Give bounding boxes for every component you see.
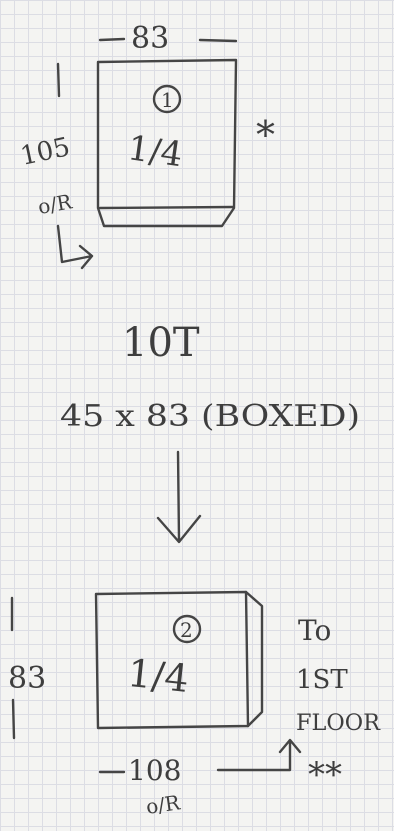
- middle-qty: 10T: [122, 320, 200, 366]
- bottom-fraction: 1/4: [126, 651, 191, 701]
- bottom-panel: 2 1/4 83 To 1ST FLOOR 108 o/R **: [8, 590, 381, 819]
- top-height-note: o/R: [36, 189, 74, 219]
- top-panel-outline: [96, 58, 238, 228]
- bottom-note-line2: 1ST: [296, 665, 348, 695]
- bottom-arrow: [216, 738, 302, 772]
- bottom-number-circle: [172, 614, 202, 644]
- top-height-label: 105: [18, 132, 73, 172]
- top-fraction: 1/4: [125, 128, 185, 175]
- bottom-number: 2: [180, 618, 193, 642]
- top-width-line-right: [198, 38, 238, 43]
- bottom-width-label: 108: [128, 754, 181, 787]
- bottom-panel-lip: [244, 590, 264, 728]
- top-height-line-upper: [56, 62, 61, 98]
- bottom-width-note: o/R: [144, 790, 182, 819]
- top-star: *: [256, 113, 275, 157]
- bottom-height-label: 83: [8, 661, 46, 696]
- middle-size: 45 x 83 (BOXED): [60, 399, 360, 434]
- top-number: 1: [161, 88, 174, 112]
- top-width-label: 83: [131, 21, 169, 56]
- top-arrow: [56, 224, 94, 270]
- bottom-stars: **: [308, 755, 342, 795]
- middle-down-arrow: [156, 450, 202, 544]
- middle-notes: 10T 45 x 83 (BOXED): [60, 320, 360, 544]
- top-number-circle: [152, 84, 182, 114]
- bottom-height-line-lower: [11, 698, 16, 740]
- bottom-note-line3: FLOOR: [296, 711, 381, 736]
- top-panel: 83 1 1/4 * 105 o/R: [18, 21, 275, 270]
- top-width-line-left: [98, 37, 126, 42]
- top-panel-lip: [98, 205, 235, 210]
- bottom-note-line1: To: [298, 614, 331, 647]
